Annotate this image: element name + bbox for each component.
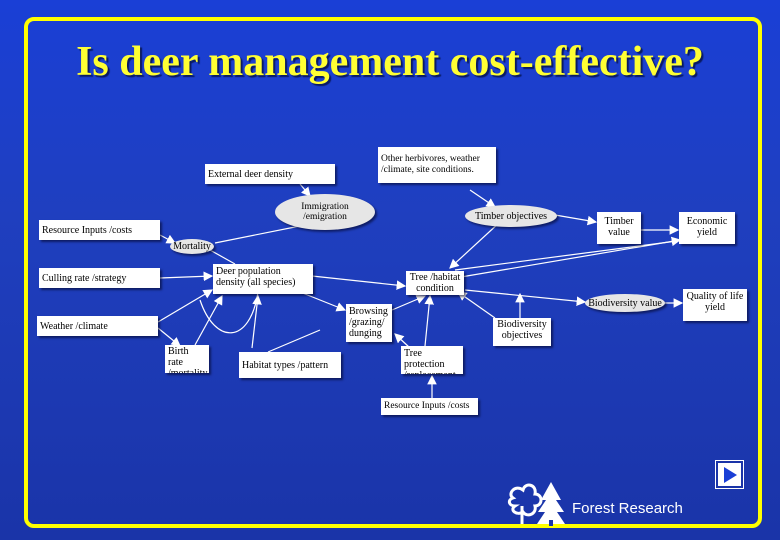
node-immigration: Immigration /emigration (275, 194, 375, 230)
node-economic-yield: Economic yield (679, 212, 735, 244)
node-tree-habitat: Tree /habitat condition (406, 271, 464, 295)
node-mortality: Mortality (170, 239, 214, 254)
slide-frame (24, 17, 762, 528)
node-biodiversity-objectives: Biodiversity objectives (493, 318, 551, 346)
slide-title: Is deer management cost-effective? (76, 39, 704, 85)
node-resource-inputs-bottom: Resource Inputs /costs (381, 398, 478, 415)
node-habitat-types: Habitat types /pattern (239, 352, 341, 378)
node-quality-of-life: Quality of life yield (683, 289, 747, 321)
tree-logo-icon (507, 482, 565, 526)
node-tree-protection: Tree protection /replacement (401, 346, 463, 374)
brand-name: Forest Research (572, 500, 683, 517)
node-culling-rate: Culling rate /strategy (39, 268, 160, 288)
next-slide-button[interactable] (715, 460, 744, 489)
node-deer-population: Deer population density (all species) (213, 264, 313, 294)
node-browsing: Browsing /grazing/ dunging (346, 304, 392, 342)
node-timber-objectives: Timber objectives (465, 205, 557, 227)
node-weather-climate: Weather /climate (37, 316, 158, 336)
node-other-herbivores: Other herbivores, weather /climate, site… (378, 147, 496, 183)
node-resource-inputs-top: Resource Inputs /costs (39, 220, 160, 240)
node-external-deer-density: External deer density (205, 164, 335, 184)
node-timber-value: Timber value (597, 212, 641, 244)
node-birth-rate: Birth rate /mortality (165, 345, 209, 373)
node-biodiversity-value: Biodiversity value (585, 294, 665, 312)
play-triangle-icon (724, 467, 737, 483)
